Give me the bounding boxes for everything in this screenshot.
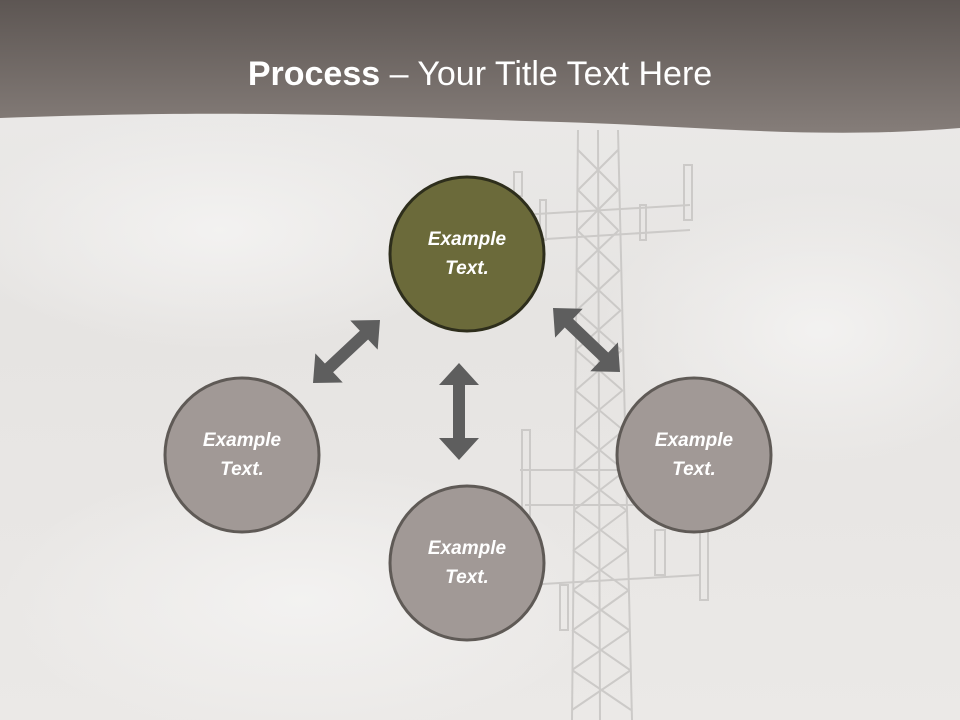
- slide-title-rest: – Your Title Text Here: [380, 55, 713, 93]
- arrow-top-bottom: [439, 363, 479, 460]
- node-label-line1: Example: [427, 229, 507, 250]
- header-band: [0, 0, 960, 133]
- node-label-line2: Text.: [445, 567, 489, 588]
- tower-silhouette: [513, 129, 709, 720]
- node-top: [388, 175, 546, 333]
- arrow-top-left: [312, 320, 380, 384]
- slide-title-bold: Process: [247, 55, 381, 93]
- node-label-line2: Text.: [445, 258, 489, 279]
- node-label-line2: Text.: [220, 459, 264, 480]
- node-left: [163, 376, 321, 534]
- node-label-line1: Example: [654, 430, 734, 451]
- arrow-top-right: [553, 308, 621, 373]
- node-label-line1: Example: [427, 538, 507, 559]
- node-label-line1: Example: [202, 430, 282, 451]
- node-bottom: [388, 484, 546, 642]
- node-right: [615, 376, 773, 534]
- slide-title: Process – Your Title Text Here: [0, 52, 960, 96]
- node-label-line2: Text.: [672, 459, 716, 480]
